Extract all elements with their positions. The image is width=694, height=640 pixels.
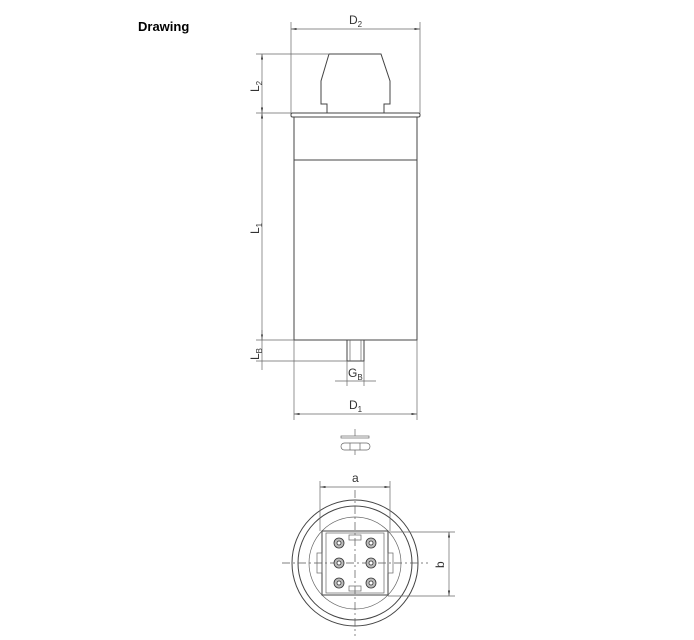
a-label: a [352,471,359,485]
b-label: b [433,561,447,568]
capacitor-body [293,116,418,341]
l1-label: L1 [248,222,264,234]
top-cap [320,53,391,113]
gb-label: GB [348,366,363,382]
bottom-view: a b [282,471,455,636]
l2-label: L2 [248,80,264,92]
capacitor-symbol-icon [340,429,371,455]
mounting-bolt [346,339,365,362]
cap-flange [290,112,421,118]
lb-label: LB [248,348,264,360]
side-view: D2 L2 L1 LB GB D1 [248,13,421,420]
terminal-screws [333,537,377,589]
section-title: Drawing [138,19,190,34]
d1-label: D1 [349,398,363,414]
d2-label: D2 [349,13,363,29]
